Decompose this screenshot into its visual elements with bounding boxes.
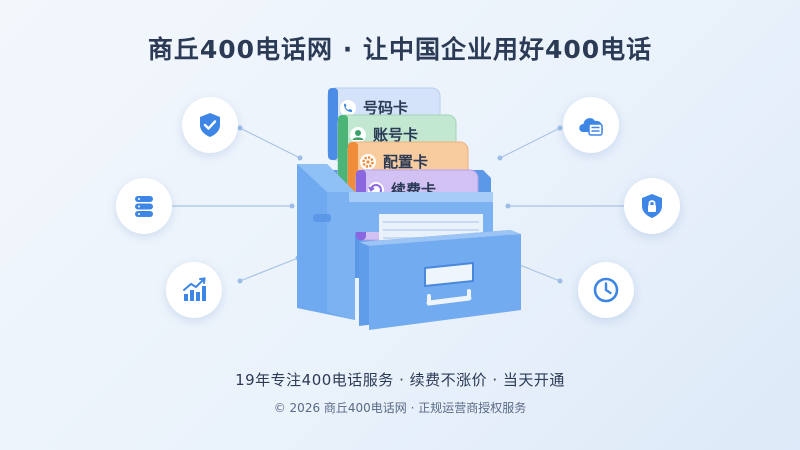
card-label: 账号卡 (373, 126, 418, 144)
lock-shield-icon (624, 178, 680, 234)
page-title: 商丘400电话网 · 让中国企业用好400电话 (147, 35, 653, 64)
tagline: 19年专注400电话服务 · 续费不涨价 · 当天开通 (235, 371, 565, 389)
bar-chart-icon (166, 262, 222, 318)
clock-icon (578, 262, 634, 318)
shield-check-icon (182, 97, 238, 153)
file-cabinet-illustration: 号码卡 账号卡 配置卡 续费卡 (297, 87, 521, 330)
copyright: © 2026 商丘400电话网 · 正规运营商授权服务 (273, 401, 527, 415)
card-label: 配置卡 (383, 153, 428, 171)
cloud-server-icon (563, 97, 619, 153)
card-label: 号码卡 (363, 99, 408, 117)
database-icon (116, 178, 172, 234)
